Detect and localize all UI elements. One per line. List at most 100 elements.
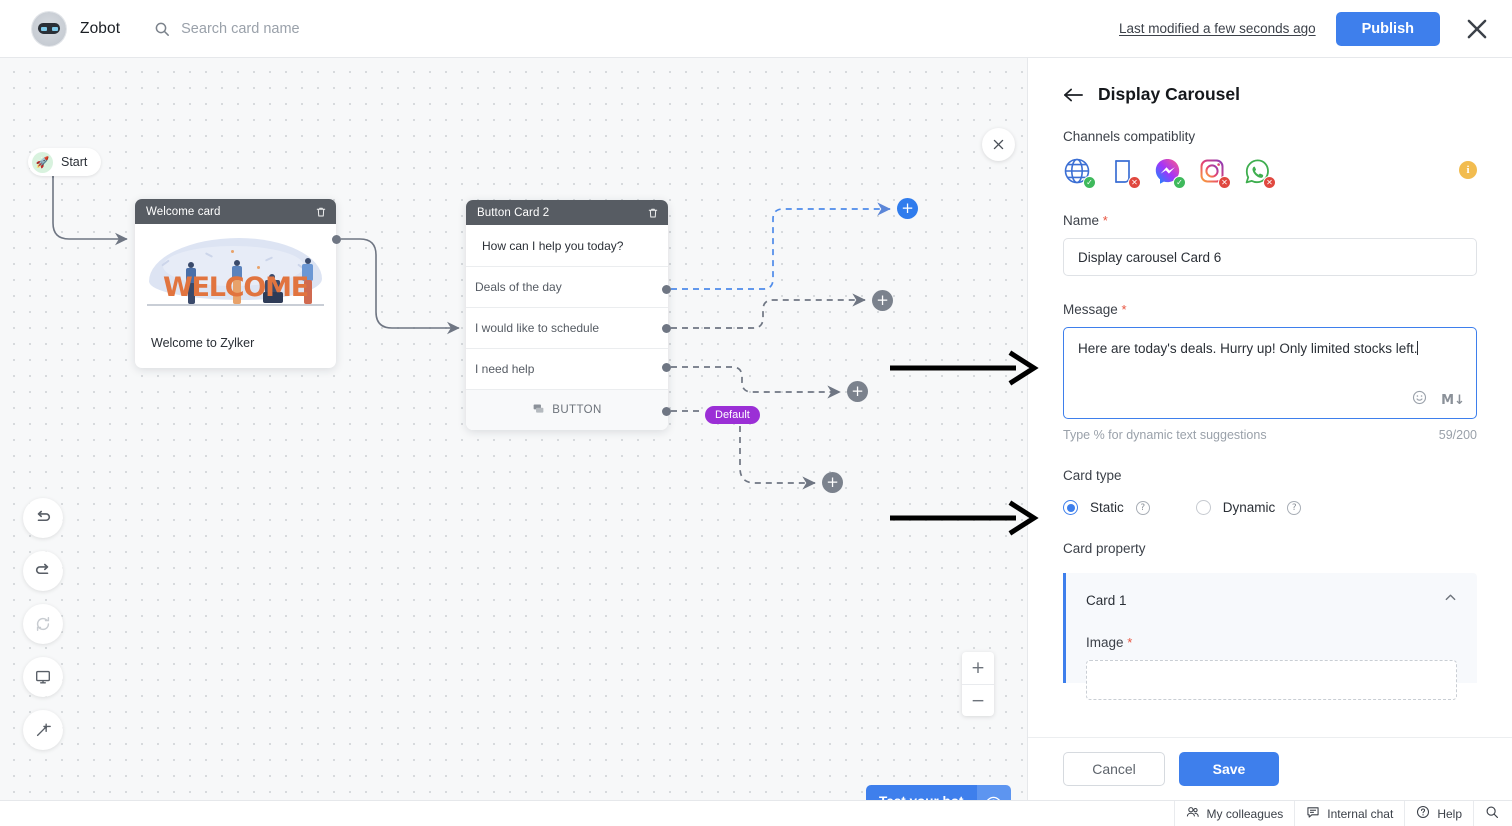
connector-wires — [52, 170, 891, 490]
trash-icon[interactable] — [315, 206, 327, 218]
unsupported-badge: ✕ — [1218, 176, 1231, 189]
bottom-search-button[interactable] — [1473, 801, 1512, 826]
card-property-label: Card property — [1063, 541, 1146, 556]
brand: Zobot — [32, 11, 121, 46]
search-icon — [154, 21, 170, 37]
search-box[interactable] — [154, 20, 462, 37]
name-label-text: Name — [1063, 213, 1100, 228]
help-label: Help — [1437, 806, 1462, 821]
annotation-arrow-message — [890, 350, 1039, 386]
flow-canvas[interactable]: 🚀 Start Welcome card — [0, 58, 1027, 800]
message-label: Message * — [1063, 302, 1477, 317]
add-node-button[interactable]: + — [872, 290, 893, 311]
reset-icon[interactable] — [23, 604, 63, 644]
card-1-title: Card 1 — [1086, 592, 1127, 608]
back-arrow-icon[interactable] — [1063, 87, 1084, 103]
button-card-question: How can I help you today? — [482, 239, 624, 253]
my-colleagues-button[interactable]: My colleagues — [1173, 801, 1295, 826]
internal-chat-button[interactable]: Internal chat — [1294, 801, 1404, 826]
message-textarea[interactable]: Here are today's deals. Hurry up! Only l… — [1063, 327, 1477, 419]
zoom-in-button[interactable]: + — [970, 658, 986, 678]
chat-icon — [1306, 805, 1320, 822]
button-card-option[interactable]: I need help — [466, 348, 668, 389]
test-your-bot-label: Test your bot — [866, 785, 977, 800]
name-input[interactable] — [1063, 238, 1477, 276]
zoom-out-button[interactable]: − — [962, 684, 994, 716]
cancel-button[interactable]: Cancel — [1063, 752, 1165, 786]
button-card-port-default[interactable] — [662, 407, 671, 416]
whatsapp-channel-icon: ✕ — [1243, 157, 1276, 189]
save-button[interactable]: Save — [1179, 752, 1279, 786]
brand-name: Zobot — [80, 19, 121, 37]
channels-list: ✓ ✕ ✓ — [1063, 157, 1477, 189]
search-icon — [1485, 805, 1499, 822]
page-title: Display Carousel — [1098, 84, 1240, 104]
help-question-icon[interactable]: ? — [1135, 500, 1150, 515]
last-modified-link[interactable]: Last modified a few seconds ago — [1119, 21, 1316, 36]
message-label-text: Message — [1063, 302, 1118, 317]
name-label: Name * — [1063, 213, 1477, 228]
welcome-illustration: WELCOME — [145, 236, 326, 322]
radio-dynamic-label: Dynamic — [1222, 500, 1276, 515]
welcome-illustration-word: WELCOME — [162, 272, 309, 303]
welcome-card[interactable]: Welcome card — [135, 199, 336, 368]
add-node-button[interactable]: + — [822, 472, 843, 493]
chevron-up-icon[interactable] — [1444, 591, 1457, 609]
question-icon — [1416, 805, 1430, 822]
zoom-control: + − — [962, 652, 994, 716]
add-node-button[interactable]: + — [897, 198, 918, 219]
help-button[interactable]: Help — [1404, 801, 1473, 826]
button-card-port-2[interactable] — [662, 324, 671, 333]
welcome-card-header: Welcome card — [135, 199, 336, 224]
radio-dynamic[interactable] — [1195, 500, 1211, 515]
trash-icon[interactable] — [647, 207, 659, 219]
bottom-bar: My colleagues Internal chat Help — [0, 800, 1512, 826]
canvas-tool-rail — [23, 498, 63, 750]
card-type-label: Card type — [1063, 468, 1122, 483]
card-1-section[interactable]: Card 1 Image * — [1063, 573, 1477, 700]
image-label-text: Image — [1086, 635, 1124, 650]
welcome-card-title: Welcome card — [146, 205, 221, 218]
default-branch-pill[interactable]: Default — [705, 406, 760, 424]
button-card-option[interactable]: Deals of the day — [466, 266, 668, 307]
test-your-bot-button[interactable]: Test your bot — [866, 785, 1011, 800]
message-hint: Type % for dynamic text suggestions — [1063, 428, 1267, 442]
start-label: Start — [61, 155, 88, 169]
publish-button[interactable]: Publish — [1335, 11, 1440, 46]
required-mark: * — [1127, 635, 1133, 650]
mobile-channel-icon: ✕ — [1108, 157, 1141, 189]
radio-static[interactable] — [1063, 500, 1078, 515]
magic-wand-icon[interactable] — [23, 710, 63, 750]
message-value: Here are today's deals. Hurry up! Only l… — [1078, 341, 1418, 356]
welcome-card-output-port[interactable] — [332, 235, 341, 244]
button-card[interactable]: Button Card 2 How can I help you today? … — [466, 200, 668, 430]
internal-chat-label: Internal chat — [1327, 806, 1394, 821]
undo-icon[interactable] — [23, 498, 63, 538]
button-card-port-1[interactable] — [662, 285, 671, 294]
info-icon[interactable]: i — [1459, 161, 1477, 179]
preview-screen-icon[interactable] — [23, 657, 63, 697]
redo-icon[interactable] — [23, 551, 63, 591]
add-node-button[interactable]: + — [847, 381, 868, 402]
close-icon[interactable] — [1464, 16, 1490, 42]
start-node[interactable]: 🚀 Start — [28, 148, 102, 176]
button-card-title: Button Card 2 — [477, 206, 550, 219]
canvas-close-icon[interactable] — [982, 128, 1015, 161]
markdown-icon[interactable]: M↓ — [1441, 392, 1465, 408]
button-card-add-button[interactable]: BUTTON — [466, 389, 668, 430]
supported-badge: ✓ — [1083, 176, 1096, 189]
image-label: Image * — [1086, 635, 1457, 650]
search-input[interactable] — [181, 20, 462, 37]
button-card-option[interactable]: I would like to schedule — [466, 307, 668, 348]
radio-static-label: Static — [1090, 500, 1124, 515]
eye-icon[interactable] — [976, 785, 1011, 800]
unsupported-badge: ✕ — [1263, 176, 1276, 189]
emoji-icon[interactable] — [1412, 390, 1427, 410]
image-dropzone[interactable] — [1086, 660, 1457, 700]
card-settings-panel: Display Carousel Channels compatiblity ✓ — [1027, 58, 1512, 800]
help-question-icon[interactable]: ? — [1287, 500, 1302, 515]
website-channel-icon: ✓ — [1063, 157, 1096, 189]
button-card-header: Button Card 2 — [466, 200, 668, 225]
button-card-port-3[interactable] — [662, 363, 671, 372]
